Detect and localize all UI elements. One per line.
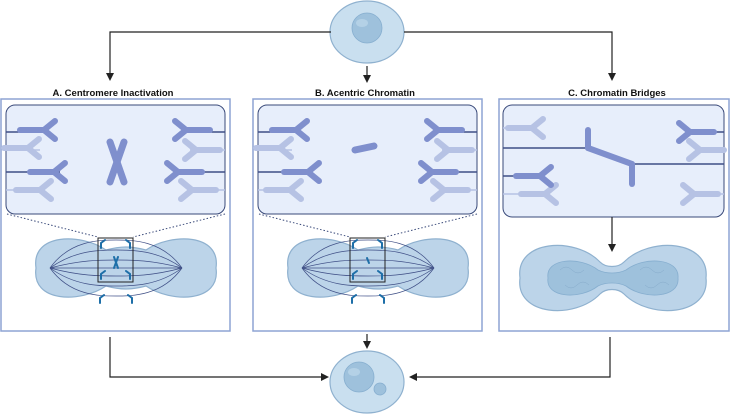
panel-a-title: A. Centromere Inactivation bbox=[53, 88, 174, 99]
parent-cell bbox=[330, 1, 404, 63]
acentric-fragment bbox=[355, 146, 374, 150]
panel-c-title: C. Chromatin Bridges bbox=[568, 88, 666, 99]
panel-a-zoom-box bbox=[4, 105, 225, 214]
panel-b-zoom-box bbox=[256, 105, 477, 214]
panel-a bbox=[1, 99, 230, 331]
panel-c bbox=[499, 99, 729, 331]
panel-b-title: B. Acentric Chromatin bbox=[315, 88, 415, 99]
panel-c-zoom-box bbox=[503, 105, 724, 217]
micronucleus bbox=[374, 383, 386, 395]
panel-b bbox=[253, 99, 482, 331]
daughter-cell-micronucleus bbox=[330, 351, 404, 413]
